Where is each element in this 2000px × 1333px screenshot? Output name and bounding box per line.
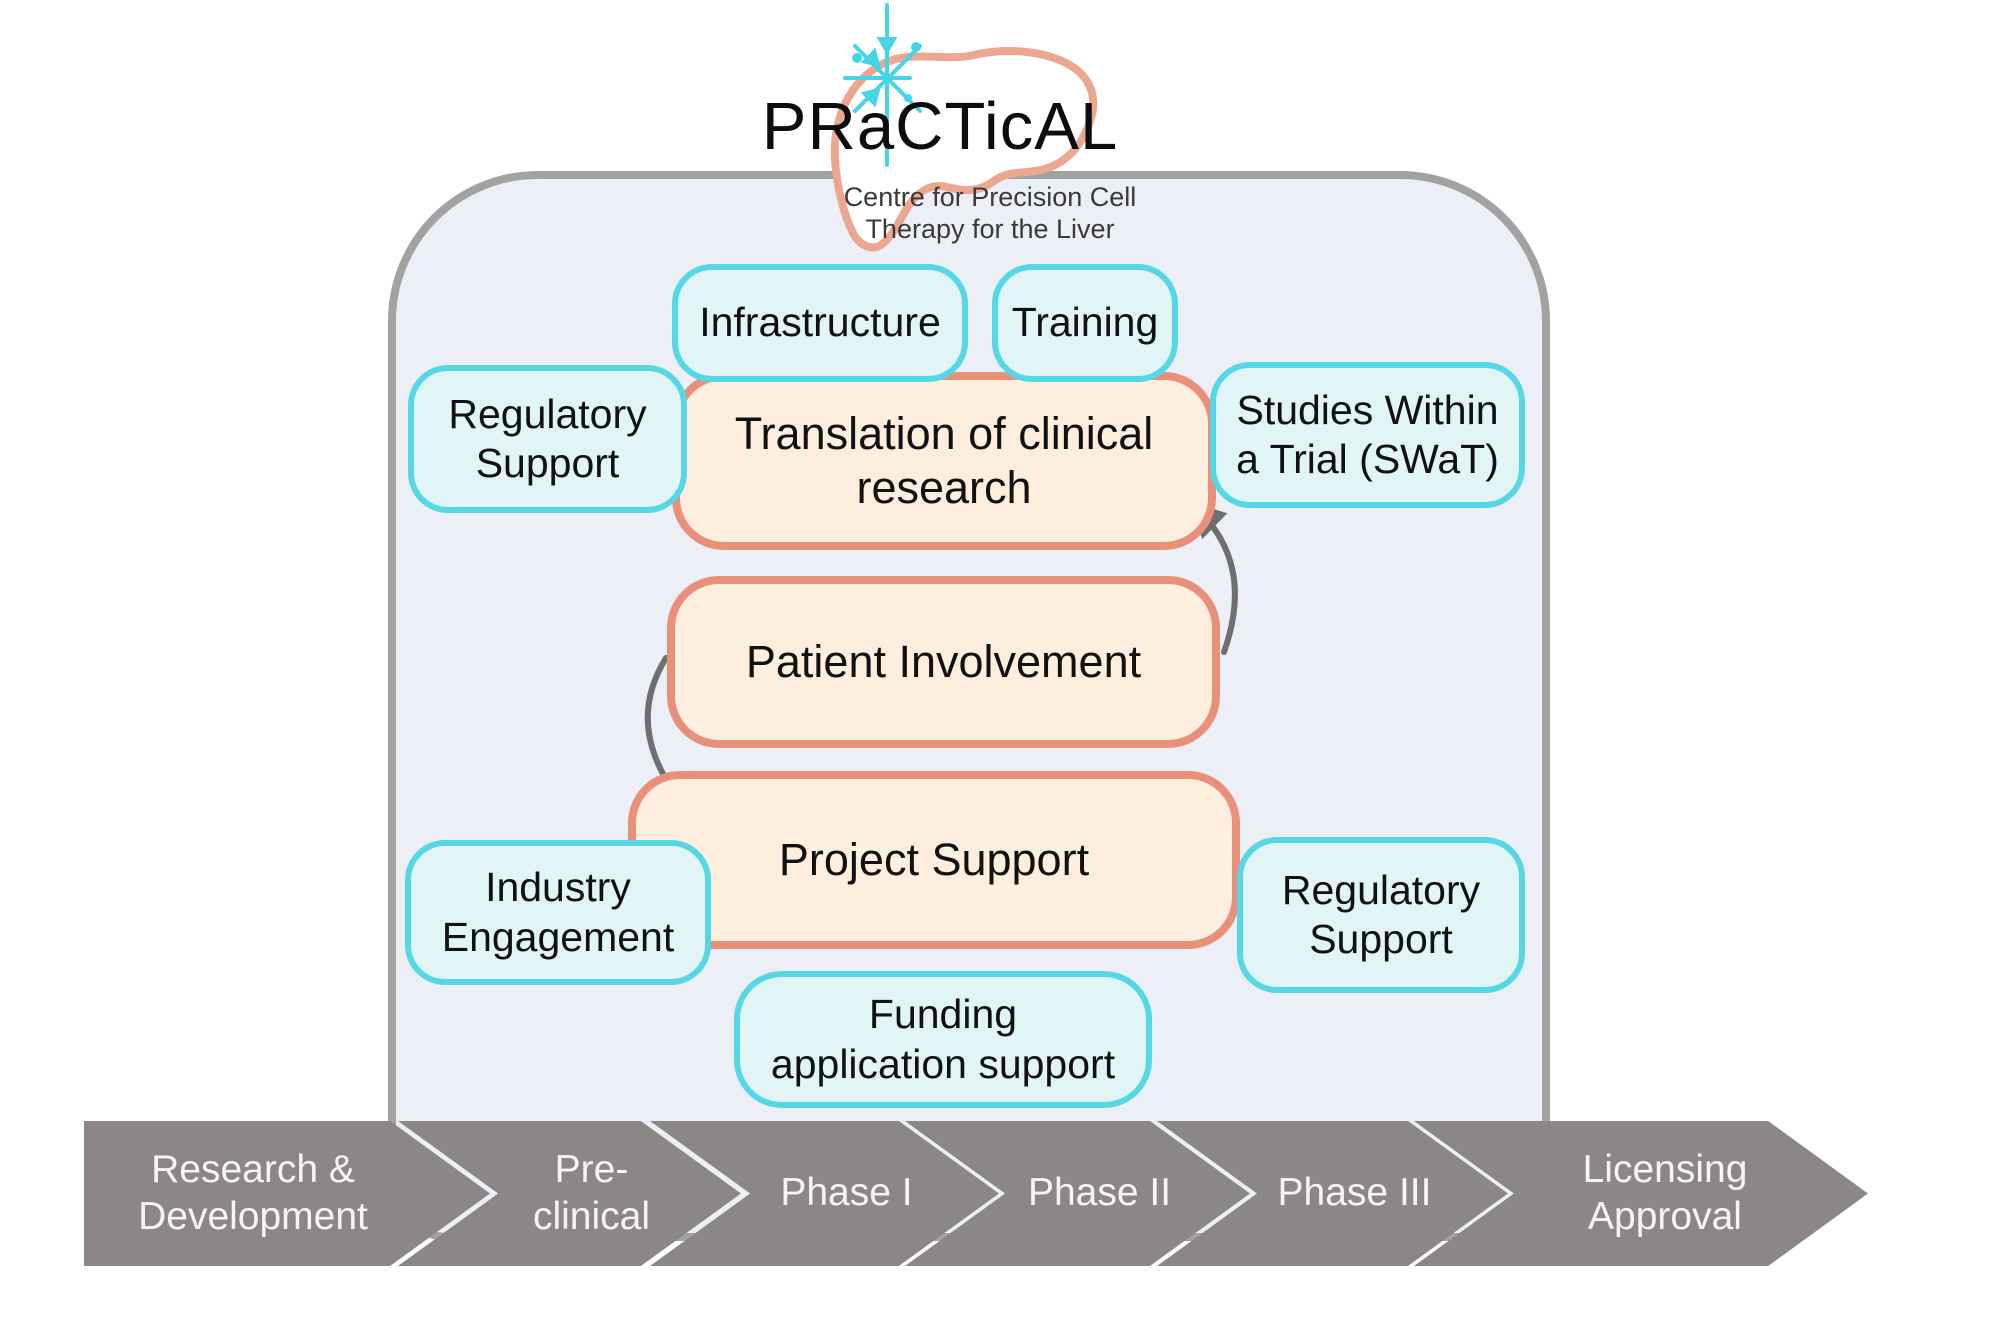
node-funding-application-support: Funding application support — [734, 971, 1152, 1108]
node-training: Training — [992, 264, 1178, 382]
sparkle-star-icon — [843, 3, 922, 167]
node-regulatory-support-left: Regulatory Support — [408, 365, 687, 513]
timeline-stage-research-development: Research & Development — [84, 1121, 490, 1266]
node-studies-within-a-trial: Studies Within a Trial (SWaT) — [1210, 362, 1525, 508]
node-industry-engagement: Industry Engagement — [405, 840, 711, 985]
logo-title: PRaCTicAL — [761, 89, 1119, 164]
node-regulatory-support-right: Regulatory Support — [1237, 837, 1525, 993]
logo-subtitle: Centre for Precision Cell Therapy for th… — [843, 182, 1137, 245]
node-infrastructure: Infrastructure — [672, 264, 968, 382]
liver-outline-icon — [830, 47, 1098, 252]
node-translation-of-clinical-research: Translation of clinical research — [672, 372, 1216, 550]
node-project-support: Project Support — [628, 771, 1240, 949]
node-patient-involvement: Patient Involvement — [667, 576, 1220, 748]
